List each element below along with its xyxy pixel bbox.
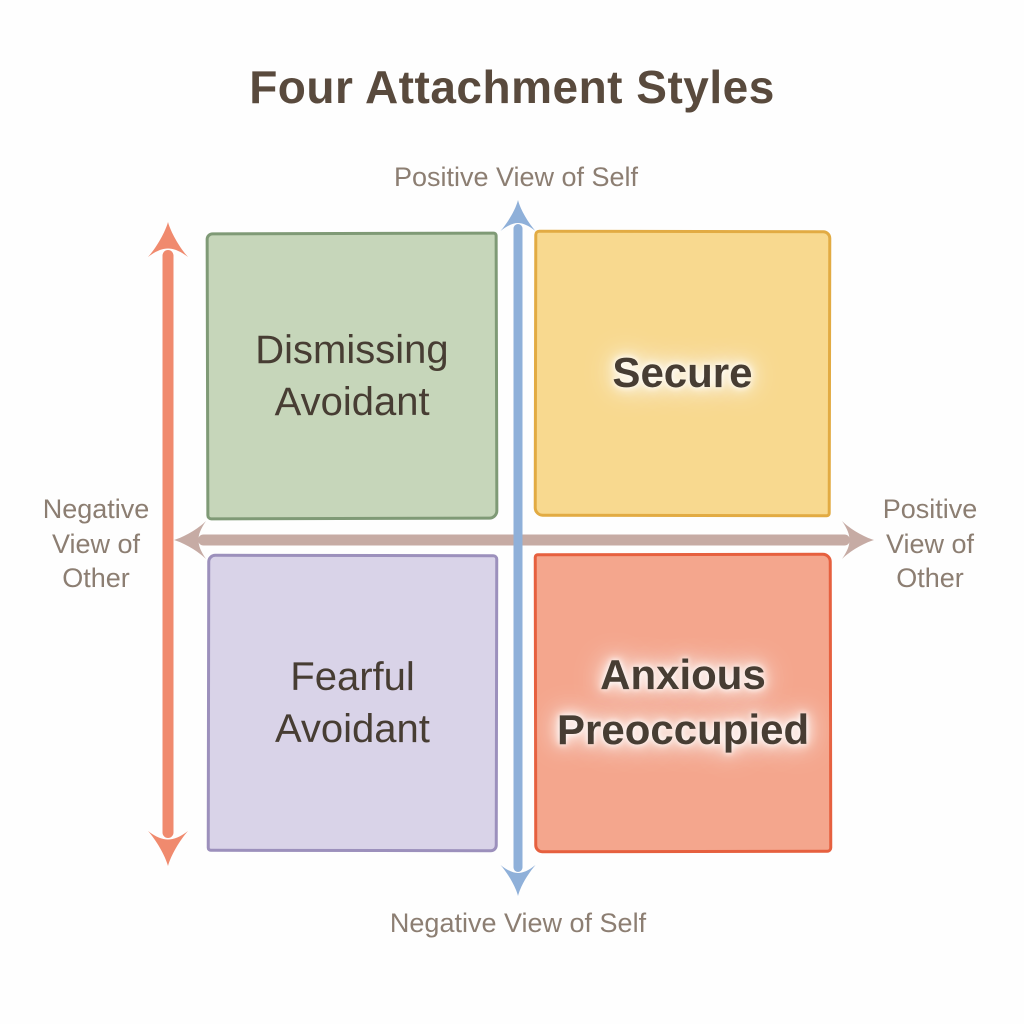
quadrant-anxious-preoccupied: Anxious Preoccupied — [533, 552, 833, 854]
horizontal-double-arrow-icon — [174, 521, 874, 559]
axis-label-positive-view-of-self: Positive View of Self — [393, 162, 639, 192]
quadrant-label-fearful-avoidant: Fearful Avoidant — [274, 654, 430, 752]
quadrant-secure: Secure — [533, 229, 832, 518]
vertical-double-arrow-icon — [148, 222, 188, 866]
diagram-title: Four Attachment Styles — [249, 61, 775, 113]
axis-label-negative-view-of-self: Negative View of Self — [389, 908, 647, 938]
quadrant-label-secure: Secure — [612, 349, 753, 397]
axis-label-negative-view-of-other: Negative View of Other — [42, 494, 150, 594]
quadrant-fearful-avoidant: Fearful Avoidant — [206, 553, 499, 853]
quadrant-label-anxious-preoccupied: Anxious Preoccupied — [556, 651, 810, 754]
quadrant-dismissing-avoidant: Dismissing Avoidant — [205, 231, 499, 521]
axis-label-positive-view-of-other: Positive View of Other — [882, 494, 978, 594]
quadrant-label-dismissing-avoidant: Dismissing Avoidant — [255, 327, 449, 425]
vertical-axis-arrow-icon — [500, 200, 536, 896]
